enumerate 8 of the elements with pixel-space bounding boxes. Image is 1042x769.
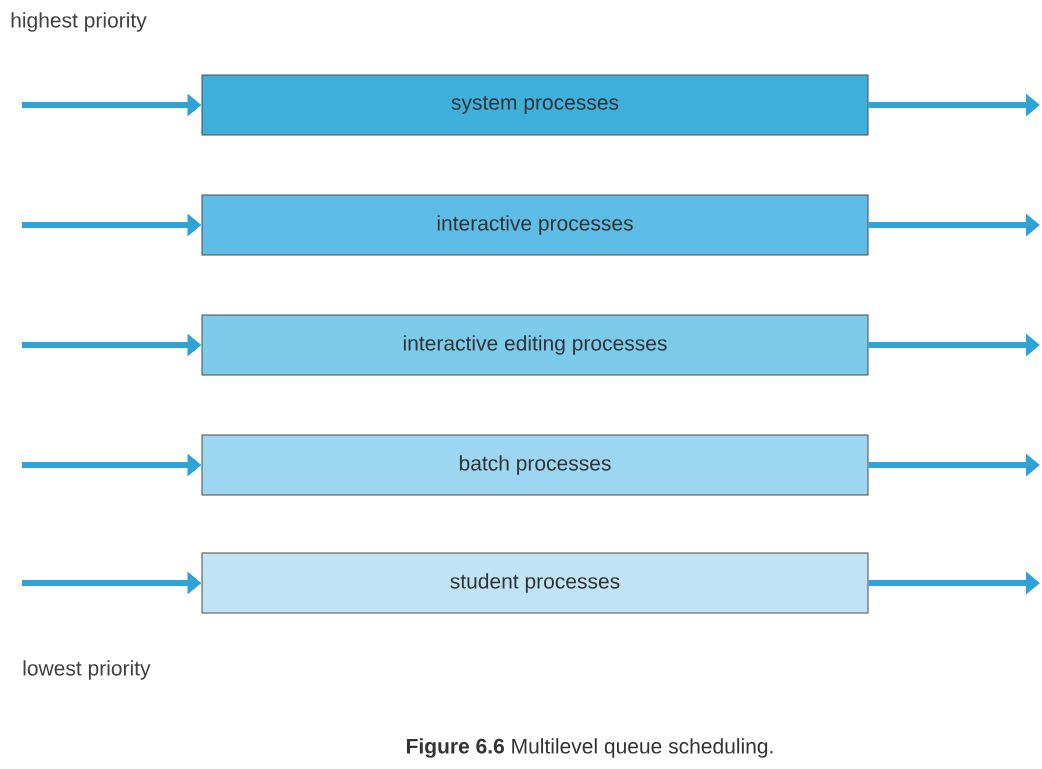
process-box: interactive processes bbox=[201, 194, 869, 256]
process-box: student processes bbox=[201, 552, 869, 614]
process-box: interactive editing processes bbox=[201, 314, 869, 376]
priority-label: lowest priority bbox=[23, 660, 151, 680]
process-box: system processes bbox=[201, 74, 869, 136]
priority-label: highest priority bbox=[11, 12, 147, 32]
figure-caption: Figure 6.6 Multilevel queue scheduling. bbox=[407, 738, 773, 758]
process-box: batch processes bbox=[201, 434, 869, 496]
